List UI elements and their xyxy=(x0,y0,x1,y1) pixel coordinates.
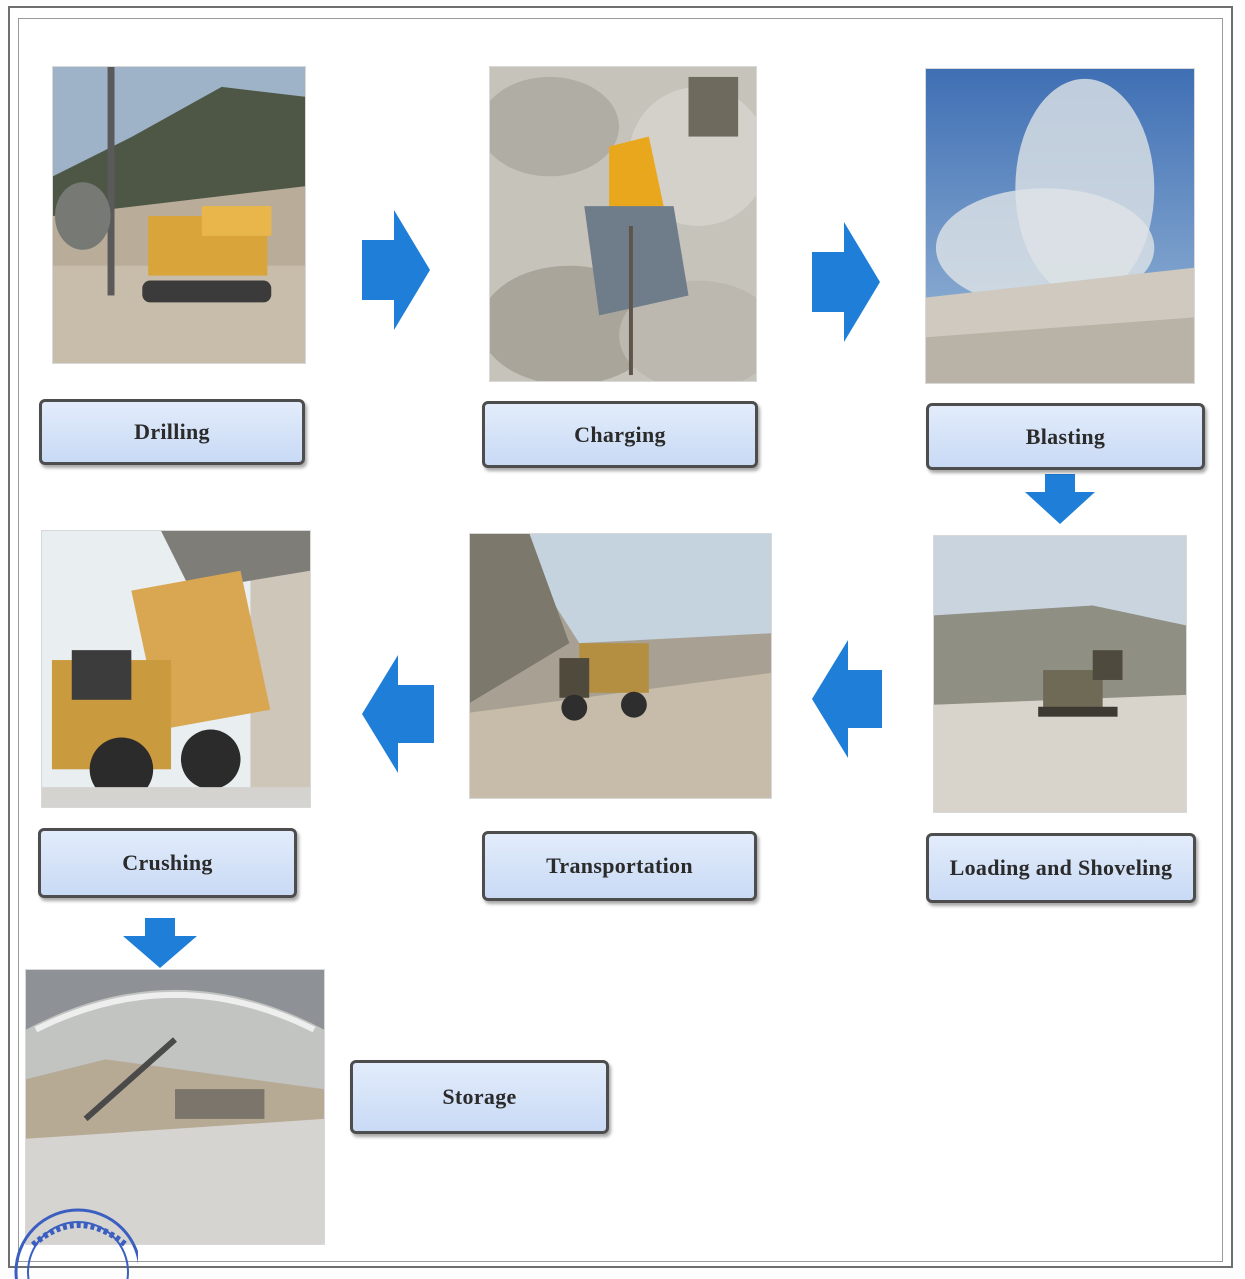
arrow-down-blasting-loading xyxy=(1025,474,1095,524)
label-crushing: Crushing xyxy=(38,828,297,898)
seal-stamp xyxy=(8,1200,138,1279)
charging-photo xyxy=(489,66,757,382)
arrow-left-transportation-crushing xyxy=(362,655,434,773)
arrow-left-loading-transportation xyxy=(812,640,882,758)
crushing-photo xyxy=(41,530,311,808)
label-loading-and-shoveling: Loading and Shoveling xyxy=(926,833,1196,903)
label-transportation: Transportation xyxy=(482,831,757,901)
drilling-photo xyxy=(52,66,306,364)
arrow-right-drilling-charging xyxy=(362,210,430,330)
diagram-frame xyxy=(18,18,1223,1262)
label-storage: Storage xyxy=(350,1060,609,1134)
blasting-photo xyxy=(925,68,1195,384)
label-charging: Charging xyxy=(482,401,758,468)
loading-photo xyxy=(933,535,1187,813)
arrow-down-crushing-storage xyxy=(123,918,197,968)
label-drilling: Drilling xyxy=(39,399,305,465)
transportation-photo xyxy=(469,533,772,799)
arrow-right-charging-blasting xyxy=(812,222,880,342)
label-blasting: Blasting xyxy=(926,403,1205,470)
storage-photo xyxy=(25,969,325,1245)
